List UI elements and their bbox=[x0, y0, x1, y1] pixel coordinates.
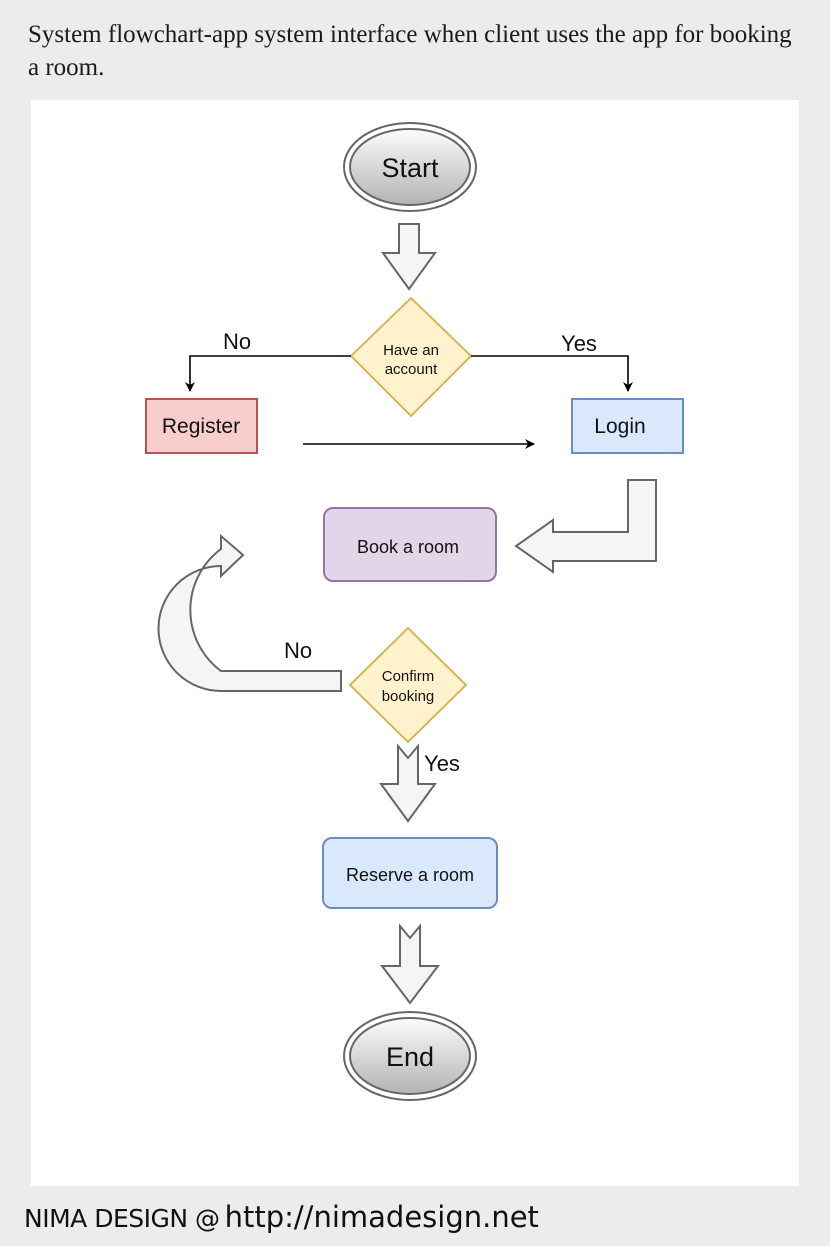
connector-yes-login bbox=[471, 355, 633, 392]
reserve-room-label: Reserve a room bbox=[346, 865, 474, 885]
reserve-room-node: Reserve a room bbox=[322, 837, 498, 909]
decision-have-account: Have an account bbox=[349, 296, 473, 418]
confirm-line-1: Confirm bbox=[382, 668, 435, 685]
footer-brand: NIMA DESIGN @ bbox=[24, 1204, 220, 1233]
end-node: End bbox=[343, 1011, 477, 1101]
footer-url: http://nimadesign.net bbox=[224, 1200, 539, 1234]
login-label: Login bbox=[594, 415, 645, 438]
block-arrow-login-book bbox=[514, 479, 657, 574]
login-node: Login bbox=[571, 398, 684, 454]
flowchart-svg: Start Have an account No Yes Register Lo… bbox=[145, 122, 684, 1101]
no-label-confirm: No bbox=[284, 638, 312, 663]
block-arrow-confirm-reserve bbox=[379, 743, 437, 823]
flowchart-canvas: Start Have an account No Yes Register Lo… bbox=[31, 100, 799, 1186]
register-node: Register bbox=[145, 398, 258, 454]
start-label: Start bbox=[381, 153, 439, 183]
block-arrow-reserve-end bbox=[379, 923, 441, 1005]
end-label: End bbox=[386, 1042, 434, 1072]
confirm-line-2: booking bbox=[382, 688, 435, 705]
yes-label-account: Yes bbox=[561, 331, 597, 356]
start-node: Start bbox=[343, 122, 477, 212]
connector-no-register bbox=[185, 355, 351, 392]
yes-label-confirm: Yes bbox=[424, 751, 460, 776]
no-label-account: No bbox=[223, 329, 251, 354]
decision-confirm-booking: Confirm booking bbox=[348, 626, 468, 744]
register-label: Register bbox=[162, 415, 240, 438]
have-account-line-1: Have an bbox=[383, 342, 439, 359]
block-arrow-start-down bbox=[381, 223, 437, 291]
have-account-line-2: account bbox=[385, 361, 438, 378]
book-room-node: Book a room bbox=[323, 507, 497, 582]
block-arrow-no-loop bbox=[157, 533, 342, 692]
footer-credit: NIMA DESIGN @ http://nimadesign.net bbox=[24, 1200, 539, 1240]
book-room-label: Book a room bbox=[357, 537, 459, 557]
figure-caption: System flowchart-app system interface wh… bbox=[28, 21, 792, 81]
